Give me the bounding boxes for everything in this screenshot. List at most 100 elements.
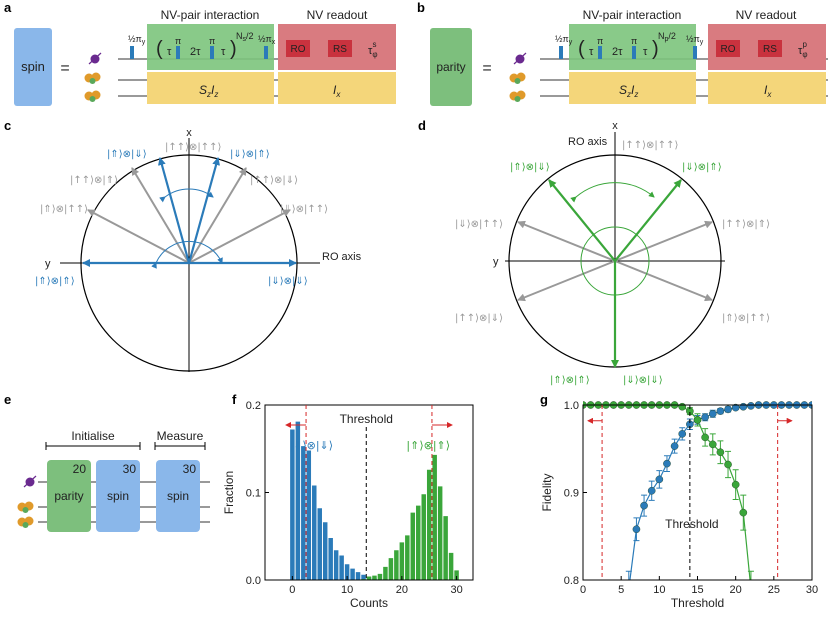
histogram-bar [437, 486, 443, 580]
tau-phi-label-b: τφp [798, 40, 808, 59]
data-point [655, 475, 664, 484]
data-point [678, 402, 687, 411]
nuclear-spin-icon-e [17, 501, 34, 513]
two-tau: 2τ [190, 46, 201, 58]
data-point [701, 433, 709, 442]
parity-block-e [47, 460, 91, 532]
ro-label: RO [291, 44, 306, 55]
x-tick-label: 0 [580, 584, 586, 596]
data-point [724, 405, 732, 414]
data-point [747, 402, 755, 410]
histogram-bar [366, 576, 372, 580]
state-label-gray: |↑↑⟩⊗|⇓⟩ [455, 313, 503, 324]
paren-left: ( [156, 38, 163, 60]
data-point [632, 525, 641, 534]
state-label-gray: |↑↑⟩⊗|⇑⟩ [70, 175, 118, 186]
panel-e: e Initialise Measure parity 20 spin 30 s… [4, 392, 210, 532]
x-tick-label: 10 [341, 584, 353, 596]
pulse-half-pi-y2-b [693, 46, 697, 59]
histogram-bar [361, 574, 366, 580]
nuclear-spin-icon-b2 [509, 90, 526, 102]
rs-box-b [758, 40, 782, 57]
spin-label-e2: spin [167, 489, 189, 503]
x-tick-label: 0 [289, 584, 295, 596]
histogram-bar [355, 572, 361, 580]
data-point [716, 407, 725, 415]
pi-label-b2: π [631, 36, 637, 46]
rs-label: RS [333, 44, 347, 55]
data-point [678, 430, 687, 438]
histogram-bar [312, 485, 317, 580]
pulse-pi-2 [210, 46, 214, 59]
panel-label-f: f [232, 392, 237, 407]
operator-szIz-b: SzIz [619, 83, 638, 99]
x-tick-label: 20 [730, 584, 742, 596]
histogram-bar [443, 516, 448, 580]
state-arrow-green [614, 179, 682, 262]
ro-label-b: RO [721, 44, 736, 55]
histogram-bar [290, 429, 295, 580]
pulse-half-pi-y [130, 46, 134, 59]
operator-block-Ix [278, 72, 396, 104]
spin-count-e1: 30 [123, 462, 137, 476]
panel-label-a: a [4, 0, 12, 15]
state-label-gray: |↑↑⟩⊗|↑↑⟩ [165, 142, 222, 153]
nuclear-spin-icon-b [509, 72, 526, 84]
paren-right: ) [230, 38, 237, 60]
parity-box-label: parity [436, 60, 465, 74]
rotation-arc-d1 [570, 182, 655, 203]
spin-block-e2 [156, 460, 200, 532]
equals-sign-b: = [482, 60, 491, 77]
tau-1: τ [167, 46, 172, 58]
spin-box-label: spin [21, 59, 45, 74]
panel-c: c x y RO axis |⇑⟩⊗|⇓⟩ |⇓⟩⊗|⇑⟩ |⇑⟩⊗|⇑⟩ |⇓… [4, 118, 362, 372]
rs-label-b: RS [763, 44, 777, 55]
state-label-blue: |⇓⟩⊗|⇓⟩ [268, 276, 308, 287]
state-label-gray: |↑↑⟩⊗|⇓⟩ [250, 175, 298, 186]
spin-label-e1: spin [107, 489, 129, 503]
data-point [739, 508, 748, 517]
interaction-title-b: NV-pair interaction [583, 8, 682, 22]
pulse-pi-1 [176, 46, 180, 59]
data-point [663, 459, 671, 468]
histogram-bar [426, 469, 432, 580]
tau-b1: τ [589, 46, 594, 58]
state-arrow-gray [87, 209, 190, 264]
x-axis-title: Threshold [671, 596, 724, 610]
histogram-bar [339, 555, 344, 580]
pi-label-b1: π [597, 36, 603, 46]
pulse-label-half-pi-x: ½πx [258, 34, 276, 46]
histogram-bar [328, 538, 333, 580]
rs-box [328, 40, 352, 57]
state-label-gray: |⇑⟩⊗|↑↑⟩ [40, 204, 88, 215]
data-point [625, 585, 632, 592]
state-label-gray: |⇓⟩⊗|↑↑⟩ [280, 204, 328, 215]
operator-block-szIz-b [569, 72, 696, 104]
state-label-blue: |⇑⟩⊗|⇓⟩ [107, 149, 147, 160]
legend-label: |⇑⟩⊗|⇑⟩ [406, 439, 450, 452]
operator-block-szIz [147, 72, 274, 104]
histogram-bar [377, 573, 383, 580]
state-label-green: |⇓⟩⊗|⇑⟩ [682, 162, 722, 173]
pulse-label-half-pi-y: ½πy [128, 34, 146, 46]
ro-box-b [716, 40, 740, 57]
y-tick-label: 0.1 [246, 488, 261, 500]
nv-electron-icon [88, 52, 102, 65]
operator-szIz: SzIz [199, 83, 218, 99]
state-arrow-gray [517, 220, 616, 262]
data-point [670, 442, 679, 450]
plot-area [583, 401, 812, 592]
pulse-half-pi-y-b [559, 46, 563, 59]
state-arrow-gray [614, 220, 713, 262]
state-label-gray: |⇓⟩⊗|↑↑⟩ [455, 219, 503, 230]
pulse-pi-b2 [632, 46, 636, 59]
state-label-green: |⇑⟩⊗|⇑⟩ [550, 375, 590, 386]
fidelity-line [629, 404, 812, 580]
x-tick-label: 20 [396, 584, 408, 596]
histogram-bar [344, 564, 350, 580]
state-arrow-gray [614, 260, 713, 302]
x-tick-label: 30 [450, 584, 462, 596]
pulse-label-half-pi-y-b: ½πy [555, 34, 573, 46]
